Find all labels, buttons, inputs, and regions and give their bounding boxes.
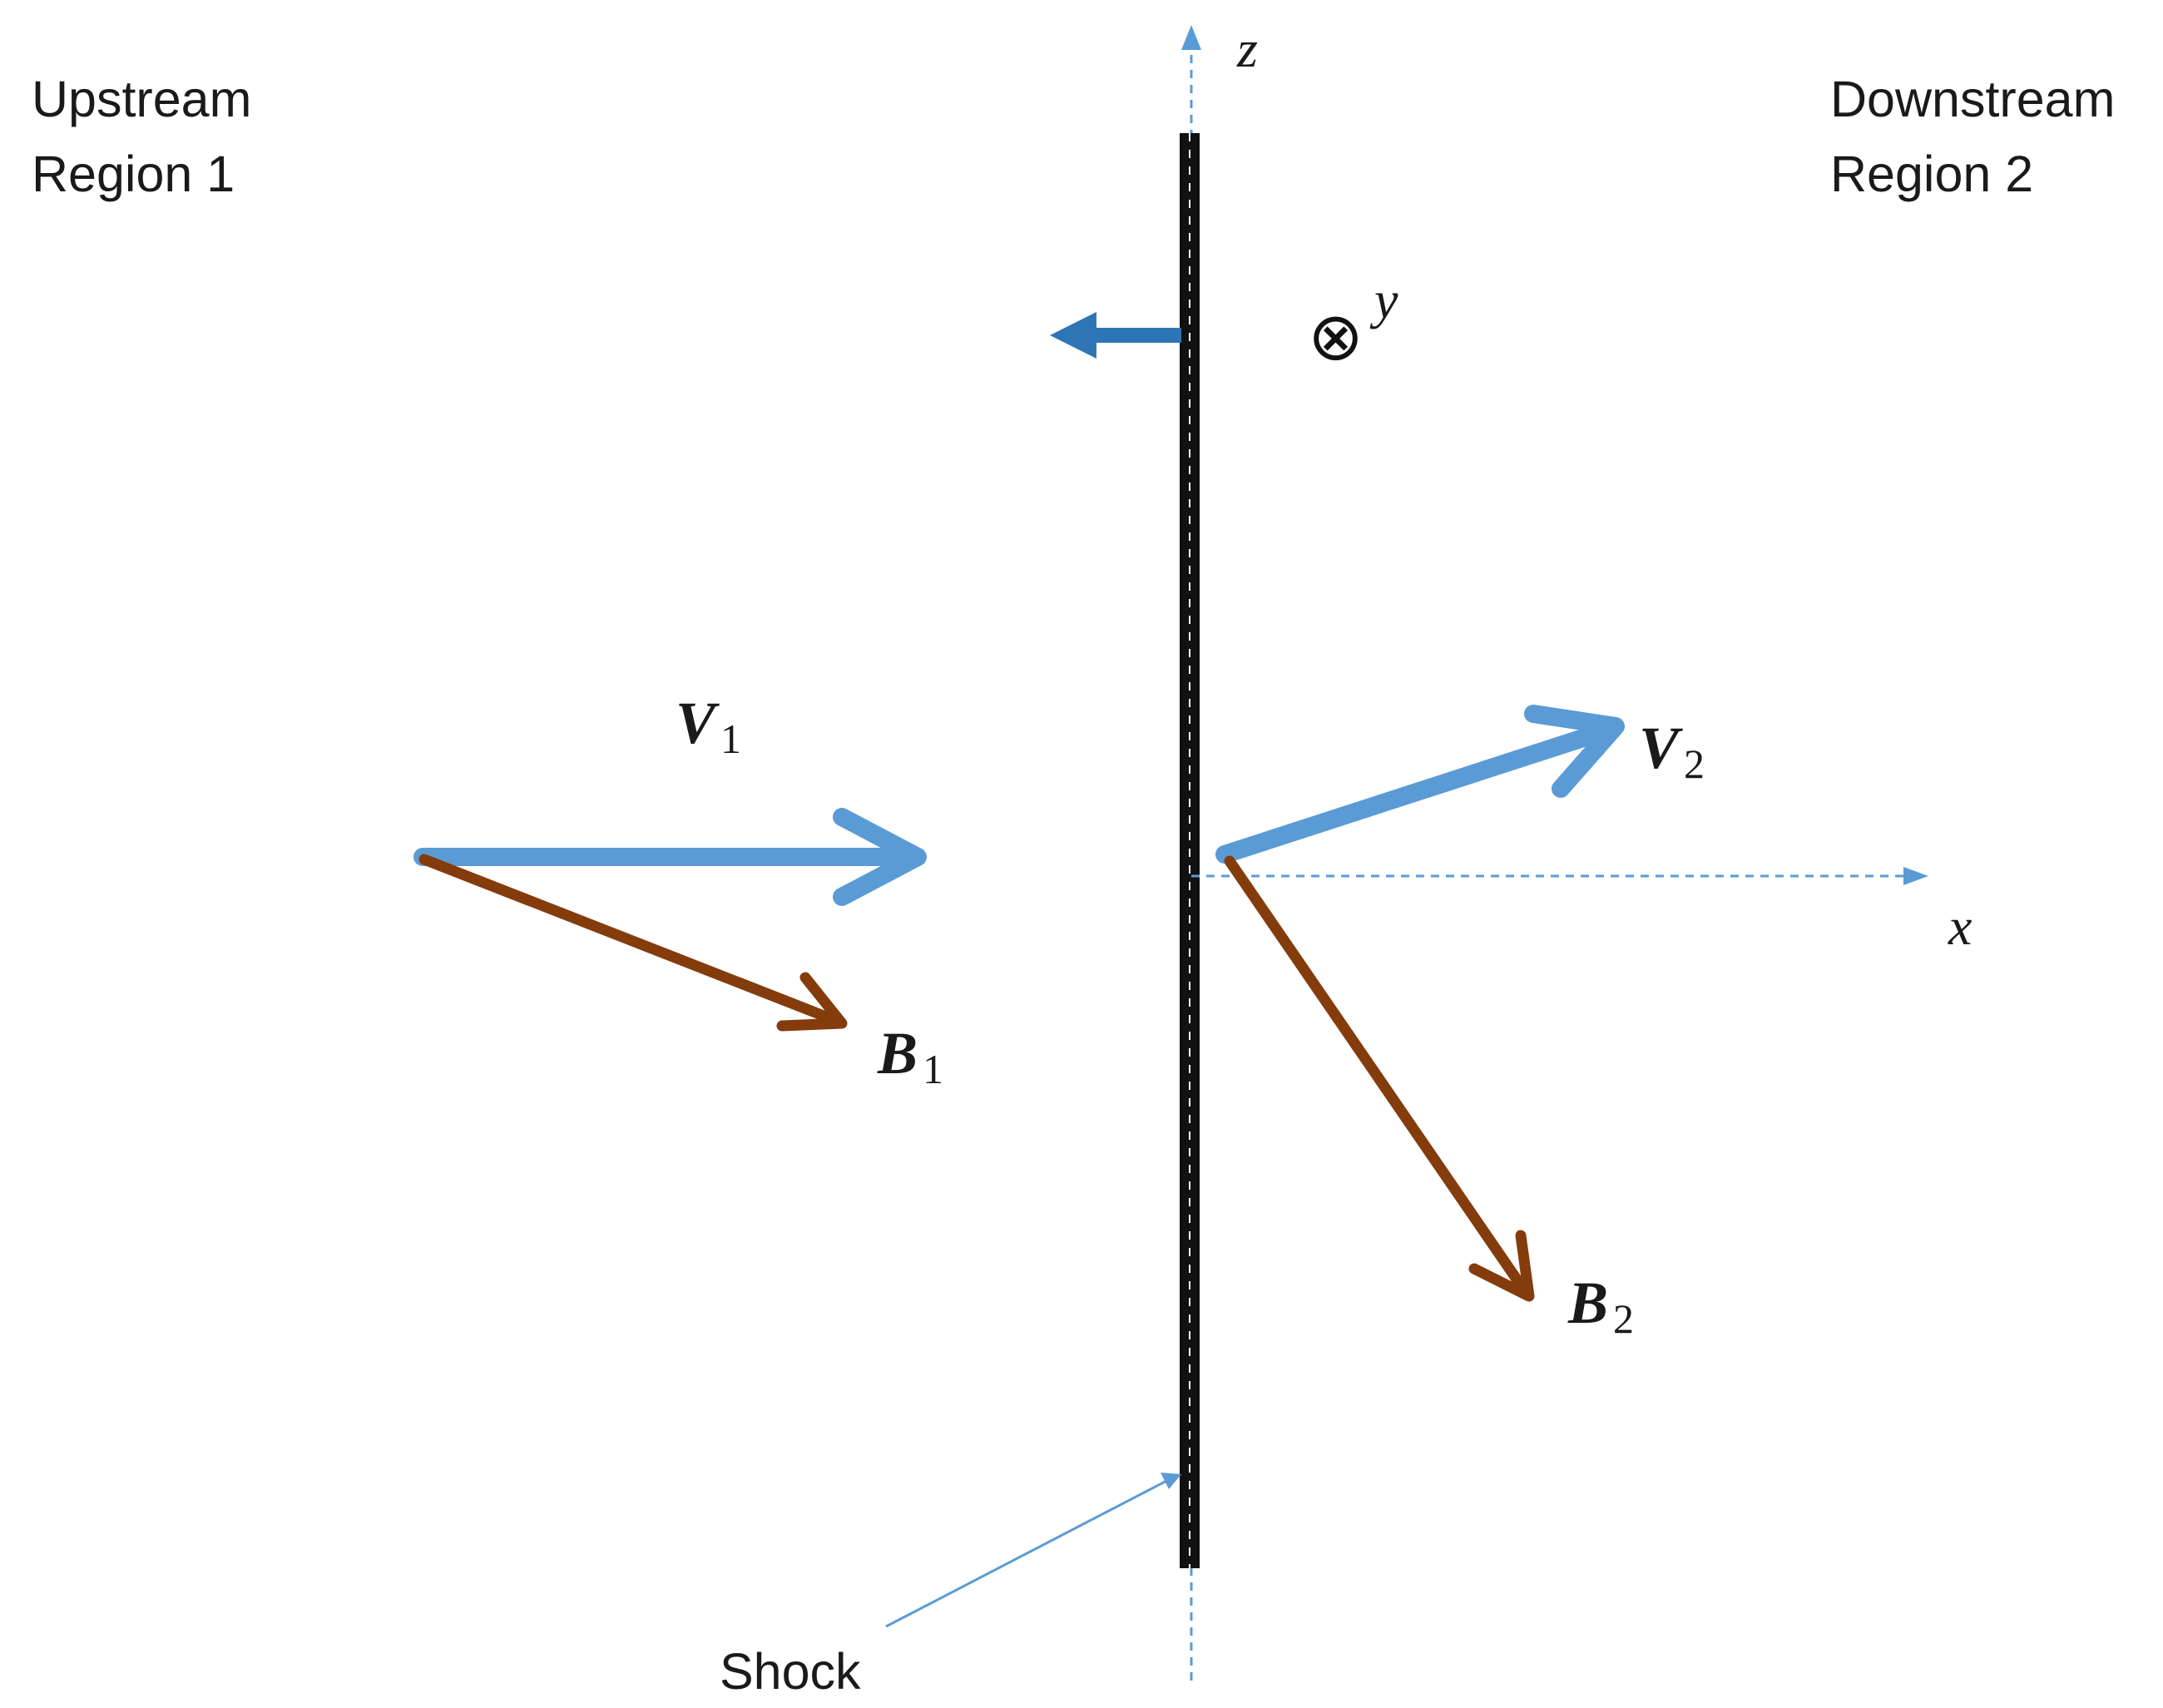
y-into-page-icon: ⊗: [1308, 298, 1364, 375]
upstream-label: Upstream: [32, 71, 251, 127]
z-axis-label: z: [1236, 19, 1258, 78]
shock-pointer-arrowhead: [1161, 1473, 1181, 1489]
b2-arrow: [1224, 855, 1532, 1300]
shock-pointer-line: [885, 1477, 1172, 1628]
x-axis-label: x: [1948, 897, 1972, 956]
y-axis-label: y: [1369, 270, 1398, 329]
v2-arrowhead: [1524, 705, 1625, 798]
shock-label: Shock: [720, 1643, 861, 1700]
downstream-region-label: Region 2: [1830, 146, 2033, 202]
upstream-region-label: Region 1: [32, 146, 235, 202]
v2-arrow: [1215, 719, 1623, 864]
shock-motion-arrowhead: [1050, 312, 1096, 359]
x-axis-arrowhead: [1903, 867, 1928, 885]
b1-arrow: [418, 854, 844, 1027]
v1-arrowhead: [833, 808, 927, 906]
b2-arrowhead: [1468, 1230, 1535, 1302]
b1-arrowhead: [776, 972, 848, 1032]
downstream-label: Downstream: [1830, 71, 2115, 127]
z-axis-arrowhead: [1181, 25, 1201, 50]
